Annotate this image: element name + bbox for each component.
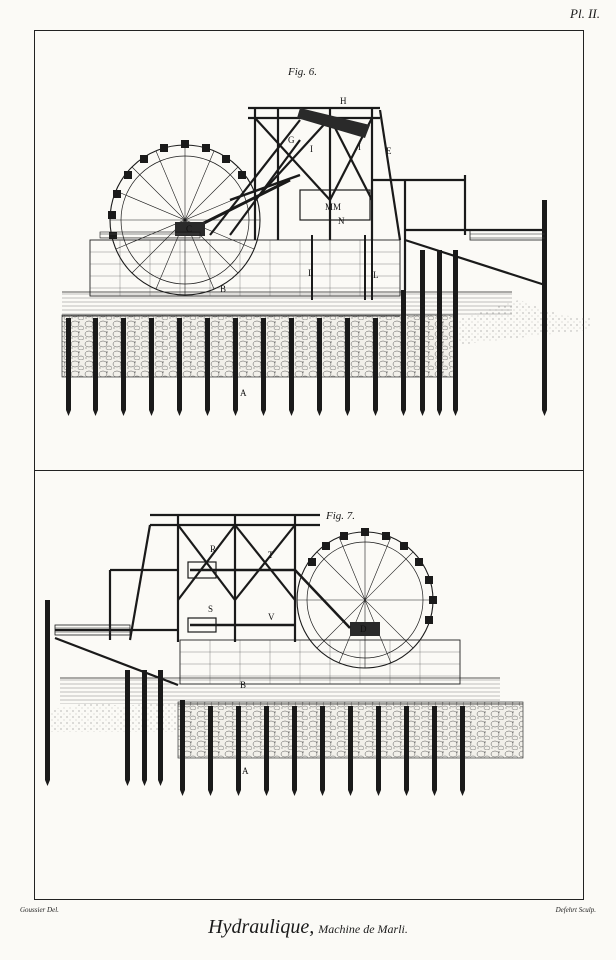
title-sub: Machine de Marli. [318,922,408,936]
fig7-letter-b: B [240,680,246,690]
figure-7-engraving: T R S V D B A [45,513,524,796]
fig6-letter-h: H [340,96,347,106]
fig6-letter-mm: MM [325,202,341,212]
fig6-letter-l2: L [373,270,379,280]
figure-6-label: Fig. 6. [288,66,318,78]
fig6-letter-b: B [220,284,226,294]
fig6-letter-i2: I [358,142,361,152]
fig6-letter-l1: L [308,268,314,278]
plate-title: Hydraulique, Machine de Marli. [0,916,616,939]
plate-frame [34,30,584,900]
fig7-letter-t: T [268,550,274,560]
fig7-letter-v: V [268,612,275,622]
fig7-letter-d: D [360,624,367,634]
fig6-letter-c: C [186,224,192,234]
plate-number: Pl. II. [570,6,600,21]
fig7-letter-r: R [210,544,216,554]
figure-6-engraving: H G I I E MM N C L L B A [61,96,590,416]
fig7-letter-s: S [208,604,213,614]
credit-draftsman: Goussier Del. [20,906,59,914]
fig6-letter-i1: I [310,144,313,154]
fig6-letter-n: N [338,216,345,226]
fig6-letter-g: G [288,135,295,145]
fig6-letter-e: E [386,146,392,156]
title-main: Hydraulique, [208,916,315,938]
figure-7-label: Fig. 7. [326,510,356,522]
figure-divider [34,470,584,471]
credit-engraver: Defehrt Sculp. [555,906,596,914]
fig6-letter-a: A [240,388,247,398]
fig7-letter-a: A [242,766,249,776]
